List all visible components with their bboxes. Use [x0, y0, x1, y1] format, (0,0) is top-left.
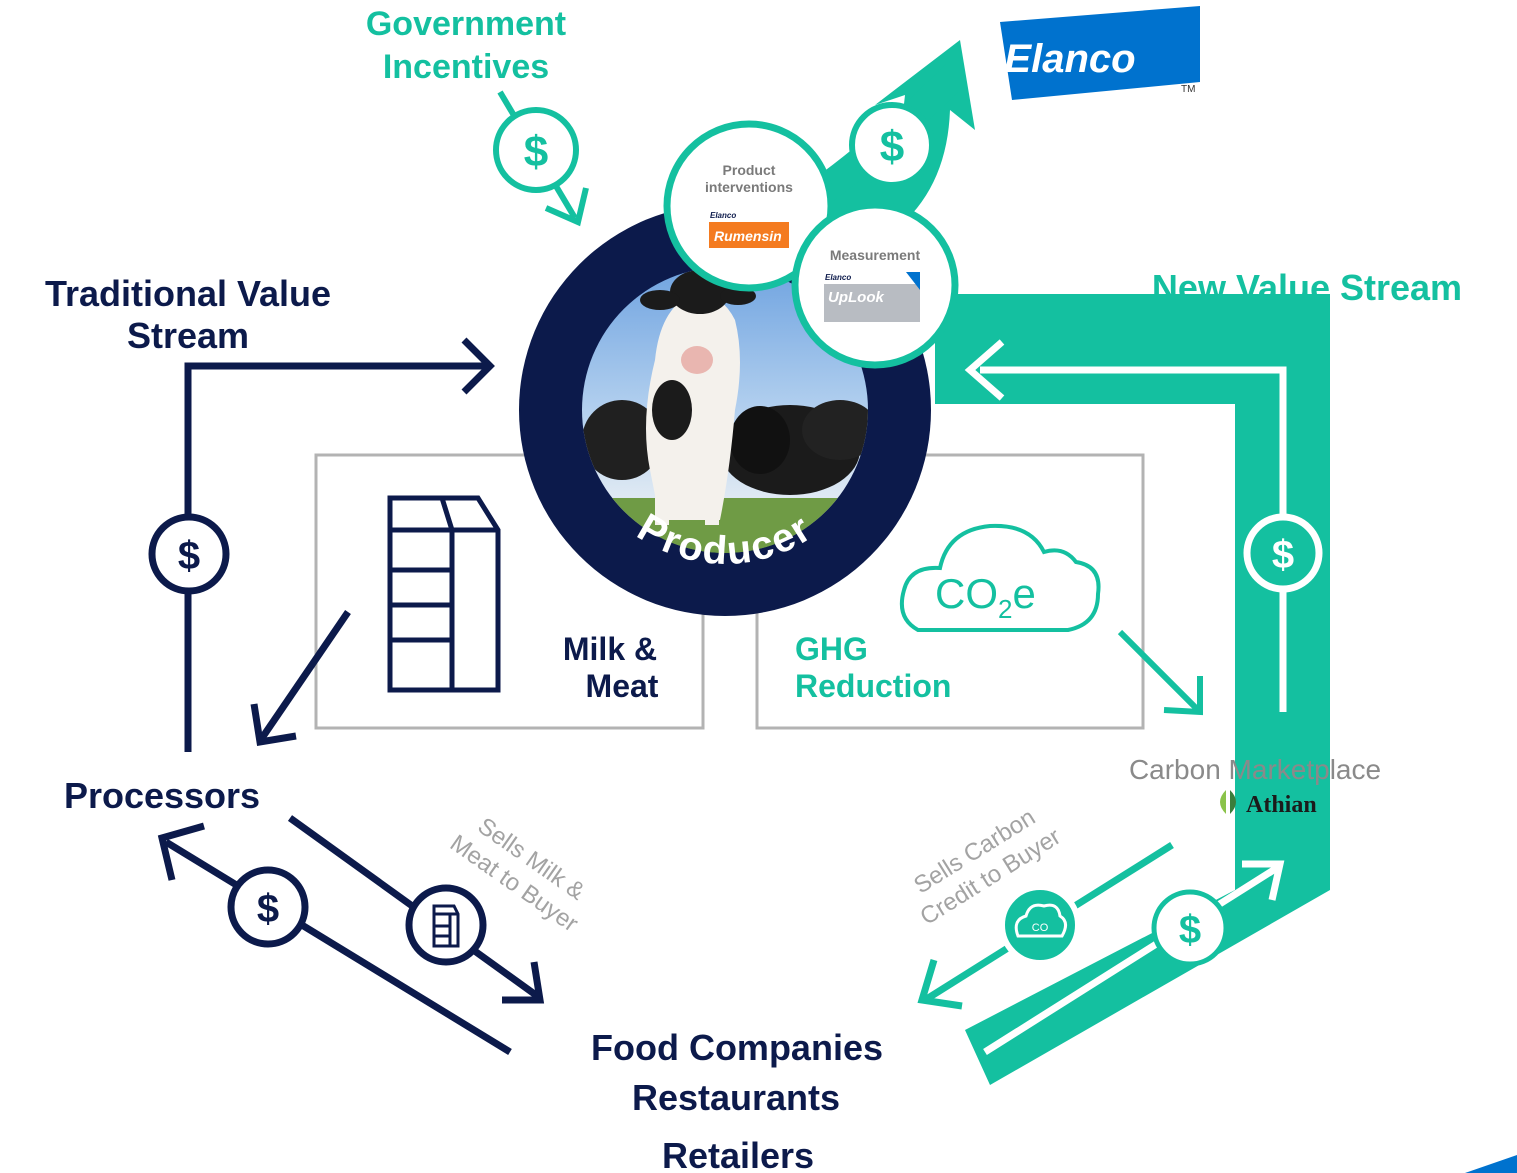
traditional-stream-arrow	[184, 337, 495, 752]
corner-accent	[1465, 1155, 1517, 1173]
government-incentives-label: Incentives	[383, 48, 549, 86]
svg-text:Product: Product	[723, 162, 776, 178]
svg-text:CO: CO	[1032, 922, 1049, 934]
government-incentives-label: Government	[366, 5, 566, 43]
dollar-icon: $	[493, 107, 579, 193]
milk-carton-icon	[387, 495, 501, 693]
svg-text:Elanco: Elanco	[825, 273, 851, 282]
milk-meat-label: Meat	[586, 668, 659, 704]
dollar-icon: $	[148, 513, 230, 595]
carbon-marketplace-label: Carbon Marketplace	[1129, 754, 1381, 785]
cows-photo	[582, 267, 868, 553]
svg-text:interventions: interventions	[705, 179, 793, 195]
svg-text:$: $	[524, 128, 548, 177]
ghg-to-market-arrow	[1117, 629, 1203, 716]
traditional-value-stream-label: Stream	[127, 315, 249, 356]
dollar-icon: $	[849, 102, 935, 188]
co2e-cloud-icon: CO2e	[899, 523, 1101, 632]
svg-text:TM: TM	[1181, 84, 1195, 95]
new-value-stream-label: New Value Stream	[1152, 267, 1462, 308]
product-interventions-badge: Product interventions Elanco Rumensin	[663, 120, 835, 292]
svg-text:$: $	[1179, 908, 1201, 952]
ghg-reduction-label: GHG	[795, 631, 868, 667]
ghg-box	[755, 453, 1145, 730]
svg-text:$: $	[178, 534, 200, 578]
restaurants-label: Restaurants	[632, 1077, 840, 1118]
milk-meat-box	[314, 453, 705, 730]
co2e-small-icon: CO	[999, 884, 1081, 966]
svg-text:Athian: Athian	[1246, 792, 1317, 818]
processors-label: Processors	[64, 775, 260, 816]
dollar-icon: $	[1151, 889, 1229, 967]
svg-text:Rumensin: Rumensin	[714, 228, 782, 244]
new-stream-band	[935, 294, 1330, 1085]
food-companies-label: Food Companies	[591, 1027, 883, 1068]
ghg-reduction-label: Reduction	[795, 668, 951, 704]
milk-to-processors-arrow	[250, 610, 351, 747]
svg-text:$: $	[257, 887, 279, 931]
dollar-icon: $	[1243, 513, 1323, 593]
svg-text:Measurement: Measurement	[830, 247, 921, 263]
rumensin-logo	[709, 222, 789, 248]
svg-text:$: $	[1272, 533, 1294, 577]
traditional-value-stream-label: Traditional Value	[45, 273, 331, 314]
dollar-icon: $	[227, 866, 309, 948]
svg-text:UpLook: UpLook	[828, 289, 884, 306]
milk-carton-small-icon	[405, 884, 487, 966]
measurement-badge: Measurement Elanco UpLook	[791, 201, 959, 369]
svg-text:Elanco: Elanco	[1004, 37, 1135, 81]
uplook-logo	[824, 284, 920, 322]
athian-logo: Athian	[1220, 790, 1317, 818]
svg-text:Elanco: Elanco	[710, 211, 736, 220]
svg-text:$: $	[880, 123, 904, 172]
retailers-label: Retailers	[662, 1135, 814, 1173]
milk-meat-label: Milk &	[563, 631, 657, 667]
elanco-logo: Elanco TM	[1000, 6, 1200, 100]
svg-text:CO2e: CO2e	[935, 570, 1036, 624]
